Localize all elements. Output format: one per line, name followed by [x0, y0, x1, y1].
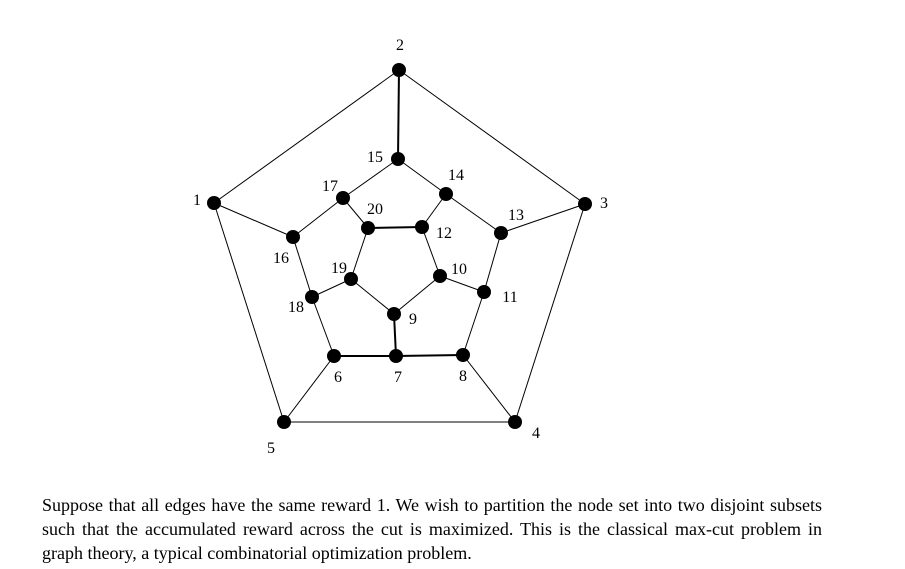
node-label-14: 14: [448, 167, 464, 184]
node-label-2: 2: [396, 37, 404, 54]
node-label-6: 6: [334, 369, 342, 386]
node-13: [494, 226, 508, 240]
node-9: [387, 307, 401, 321]
node-label-9: 9: [409, 311, 417, 328]
node-label-3: 3: [600, 195, 608, 212]
node-label-1: 1: [193, 192, 201, 209]
node-label-18: 18: [288, 299, 304, 316]
node-14: [439, 187, 453, 201]
edge-9-19: [350, 278, 395, 315]
node-label-10: 10: [451, 261, 467, 278]
node-label-5: 5: [267, 440, 275, 457]
edge-3-13: [500, 203, 586, 234]
node-label-17: 17: [322, 178, 338, 195]
node-12: [415, 220, 429, 234]
edge-11-8: [462, 291, 485, 356]
node-7: [389, 349, 403, 363]
node-19: [344, 272, 358, 286]
node-11: [477, 285, 491, 299]
node-5: [277, 415, 291, 429]
edge-4-8: [462, 354, 516, 423]
edge-14-13: [445, 193, 502, 234]
edge-5-1: [213, 202, 285, 423]
node-4: [508, 415, 522, 429]
edge-10-9: [393, 275, 441, 315]
edge-1-2: [213, 69, 400, 204]
edge-20-12: [367, 226, 423, 229]
node-label-15: 15: [367, 149, 383, 166]
node-label-11: 11: [502, 289, 517, 306]
node-8: [456, 348, 470, 362]
node-16: [286, 230, 300, 244]
node-17: [336, 191, 350, 205]
edge-5-6: [283, 355, 335, 423]
edge-18-16: [292, 236, 313, 298]
graph-nodes: [207, 63, 592, 429]
node-1: [207, 196, 221, 210]
node-20: [361, 221, 375, 235]
edge-8-7: [395, 354, 464, 357]
edge-16-17: [292, 197, 344, 238]
node-18: [305, 290, 319, 304]
edge-19-20: [350, 227, 369, 280]
edge-15-14: [397, 158, 447, 195]
node-label-7: 7: [394, 369, 402, 386]
edge-2-3: [398, 69, 586, 205]
edge-3-4: [514, 203, 586, 423]
edge-6-18: [311, 296, 335, 357]
node-2: [392, 63, 406, 77]
node-10: [433, 269, 447, 283]
node-label-13: 13: [508, 207, 524, 224]
graph-edges: [213, 69, 586, 423]
node-label-8: 8: [459, 368, 467, 385]
node-6: [327, 349, 341, 363]
node-label-16: 16: [273, 250, 289, 267]
node-3: [578, 197, 592, 211]
edge-18-19: [311, 278, 352, 298]
caption-paragraph: Suppose that all edges have the same rew…: [42, 495, 822, 563]
edge-7-9: [393, 313, 397, 357]
edge-1-16: [213, 202, 294, 238]
node-label-4: 4: [532, 425, 540, 442]
edge-2-15: [397, 69, 400, 160]
node-label-19: 19: [331, 260, 347, 277]
edge-11-10: [439, 275, 485, 293]
edge-12-10: [421, 226, 441, 277]
node-label-20: 20: [367, 201, 383, 218]
edge-17-15: [342, 158, 399, 199]
node-15: [391, 152, 405, 166]
edge-13-11: [483, 232, 502, 293]
node-label-12: 12: [436, 225, 452, 242]
